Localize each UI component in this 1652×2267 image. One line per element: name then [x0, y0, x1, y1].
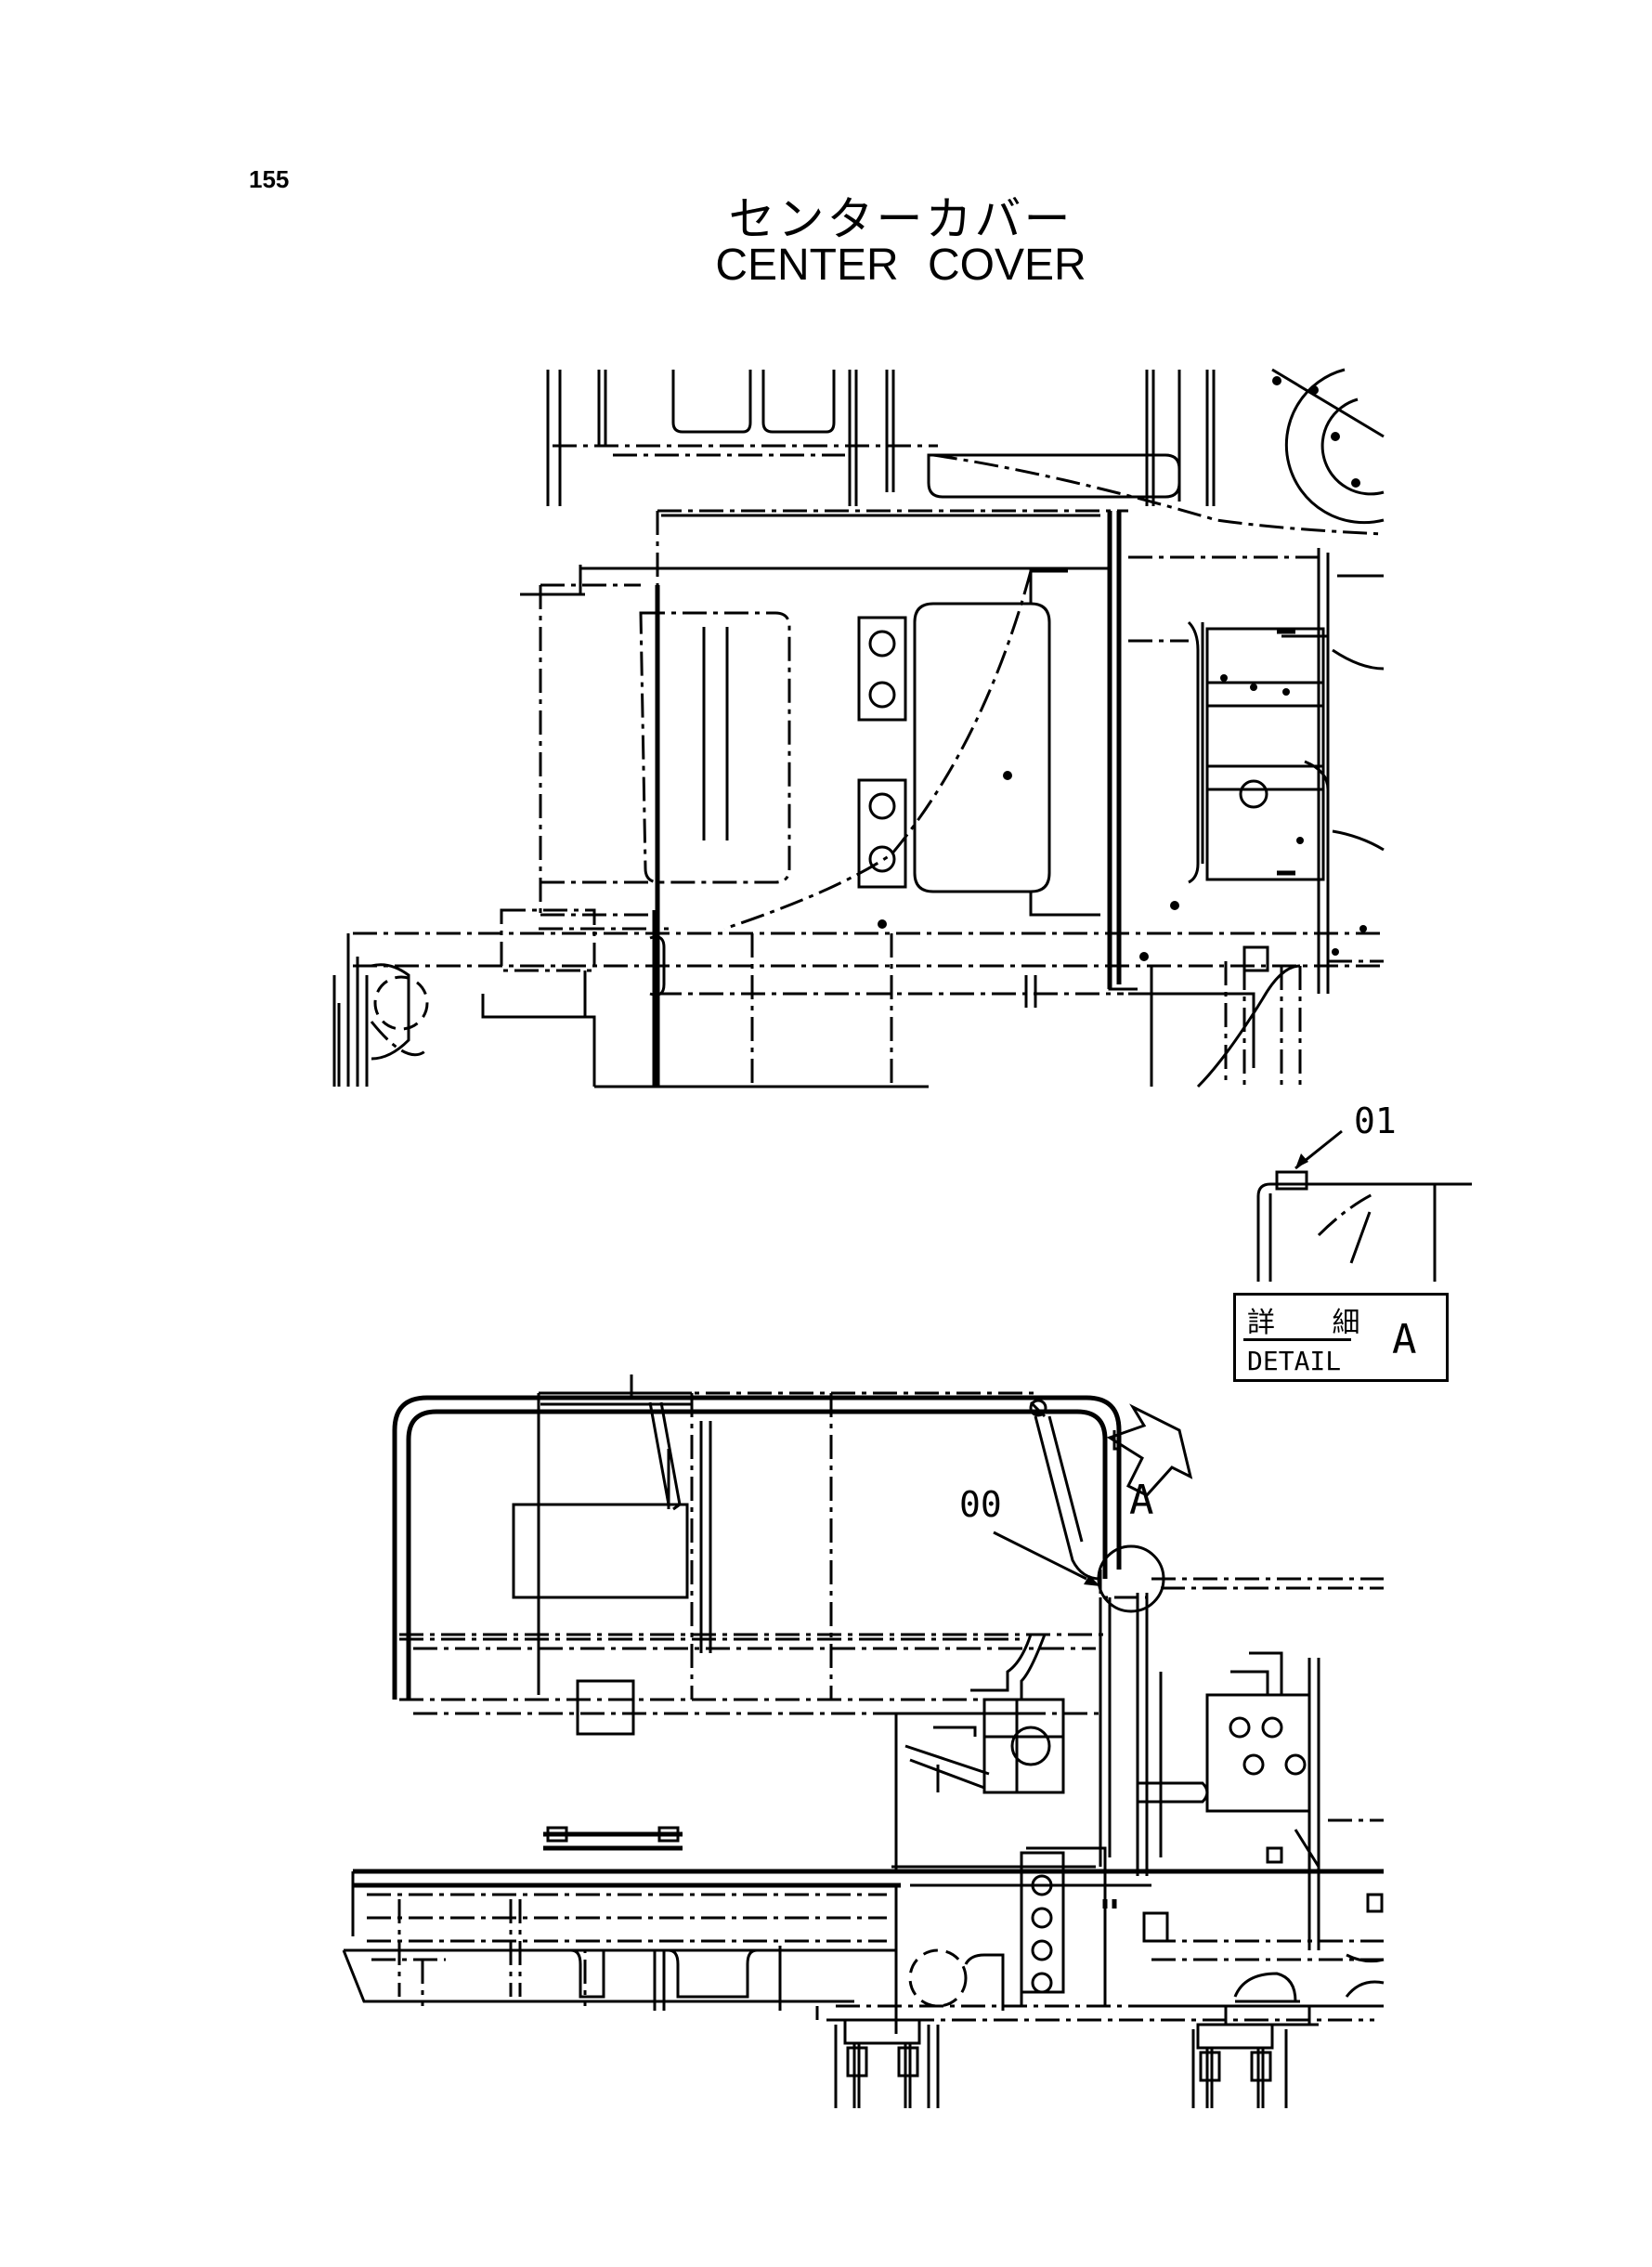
detail-label-box: 詳 細 DETAIL A: [1233, 1293, 1449, 1382]
page-number: 155: [249, 165, 290, 193]
detail-label-japanese: 詳 細: [1247, 1307, 1385, 1339]
detail-a-drawing: [1256, 1129, 1472, 1282]
top-view-drawing: [332, 368, 1385, 1088]
detail-label-underline: [1243, 1338, 1351, 1341]
view-arrow-letter: A: [1129, 1477, 1154, 1524]
callout-label-01: 01: [1354, 1101, 1397, 1141]
side-view-drawing: [342, 1375, 1385, 2108]
title-japanese: センターカバー: [728, 192, 1073, 246]
detail-label-english: DETAIL: [1247, 1346, 1342, 1376]
title-english: CENTER COVER: [715, 241, 1086, 290]
detail-label-letter: A: [1392, 1316, 1417, 1363]
callout-label-00: 00: [959, 1484, 1002, 1525]
